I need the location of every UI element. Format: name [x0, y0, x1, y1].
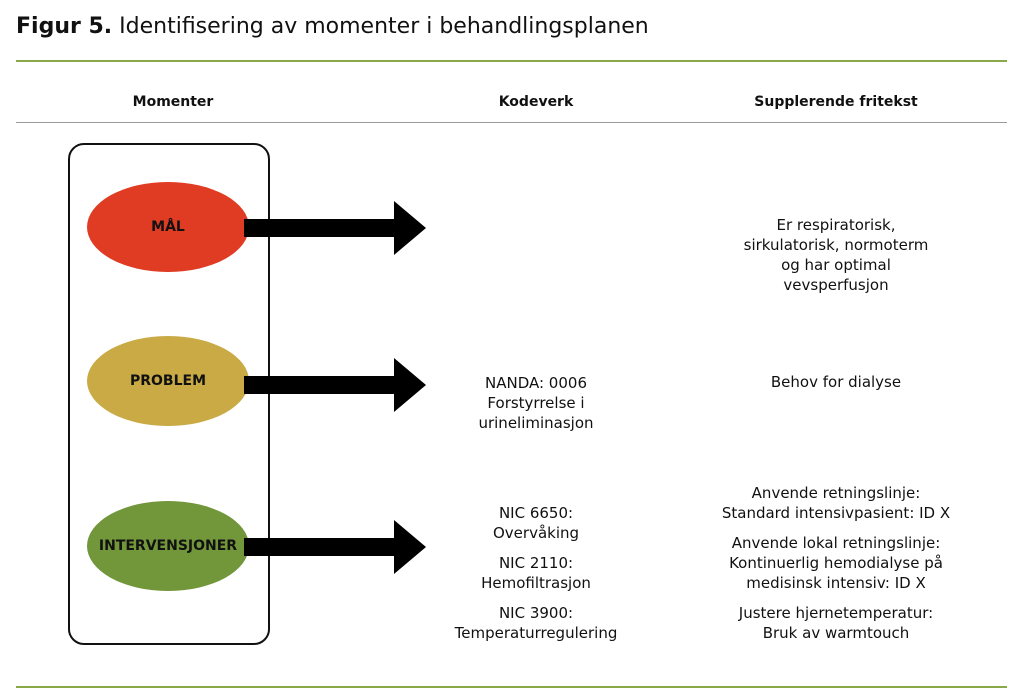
kodeverk-problem-line: Forstyrrelse i — [487, 394, 585, 412]
ellipse-intervensjoner: INTERVENSJONER — [87, 501, 249, 591]
fritekst-maal-line: Er respiratorisk, — [776, 216, 896, 234]
bottom-rule — [16, 686, 1007, 688]
ellipse-maal-label: MÅL — [151, 219, 185, 235]
fritekst-maal: Er respiratorisk, sirkulatorisk, normote… — [736, 215, 936, 295]
fritekst-maal-line: vevsperfusjon — [783, 276, 889, 294]
kodeverk-problem: NANDA: 0006 Forstyrrelse i urineliminasj… — [436, 373, 636, 433]
kodeverk-intervensjoner: NIC 6650: Overvåking NIC 2110: Hemofiltr… — [436, 503, 636, 643]
kodeverk-problem-line: NANDA: 0006 — [485, 374, 587, 392]
header-rule — [16, 122, 1007, 123]
fritekst-intervensjoner-line: Anvende retningslinje: — [751, 484, 921, 502]
figure-title: Figur 5. Identifisering av momenter i be… — [16, 14, 649, 39]
ellipse-problem-label: PROBLEM — [129, 373, 207, 389]
ellipse-maal: MÅL — [87, 182, 249, 272]
kodeverk-intervensjoner-line: NIC 2110: — [498, 554, 574, 572]
fritekst-maal-line: sirkulatorisk, normoterm — [743, 236, 929, 254]
kodeverk-intervensjoner-line: Hemofiltrasjon — [481, 574, 591, 592]
ellipse-intervensjoner-label: INTERVENSJONER — [98, 538, 238, 554]
top-rule — [16, 60, 1007, 62]
fritekst-problem: Behov for dialyse — [736, 372, 936, 392]
arrow-intervensjoner — [244, 520, 426, 574]
fritekst-intervensjoner: Anvende retningslinje: Standard intensiv… — [696, 483, 976, 643]
fritekst-intervensjoner-line: Standard intensivpasient: ID X — [721, 504, 951, 522]
fritekst-intervensjoner-line: Bruk av warmtouch — [762, 624, 910, 642]
fritekst-intervensjoner-line: medisinsk intensiv: ID X — [746, 574, 926, 592]
kodeverk-intervensjoner-line: Overvåking — [492, 524, 580, 542]
ellipse-problem: PROBLEM — [87, 336, 249, 426]
arrow-maal — [244, 201, 426, 255]
figure-label: Figur 5. — [16, 14, 113, 39]
figure-title-text: Identifisering av momenter i behandlings… — [119, 14, 649, 39]
fritekst-problem-line: Behov for dialyse — [770, 373, 902, 391]
column-header-momenter: Momenter — [132, 94, 214, 110]
fritekst-intervensjoner-line: Anvende lokal retningslinje: — [731, 534, 941, 552]
column-header-kodeverk: Kodeverk — [498, 94, 574, 110]
fritekst-maal-line: og har optimal — [781, 256, 891, 274]
kodeverk-intervensjoner-line: NIC 6650: — [498, 504, 574, 522]
kodeverk-intervensjoner-line: NIC 3900: — [498, 604, 574, 622]
arrow-problem — [244, 358, 426, 412]
column-header-fritekst: Supplerende fritekst — [754, 94, 918, 110]
kodeverk-problem-line: urineliminasjon — [478, 414, 594, 432]
kodeverk-intervensjoner-line: Temperaturregulering — [454, 624, 618, 642]
fritekst-intervensjoner-line: Justere hjernetemperatur: — [738, 604, 934, 622]
fritekst-intervensjoner-line: Kontinuerlig hemodialyse på — [729, 554, 943, 572]
